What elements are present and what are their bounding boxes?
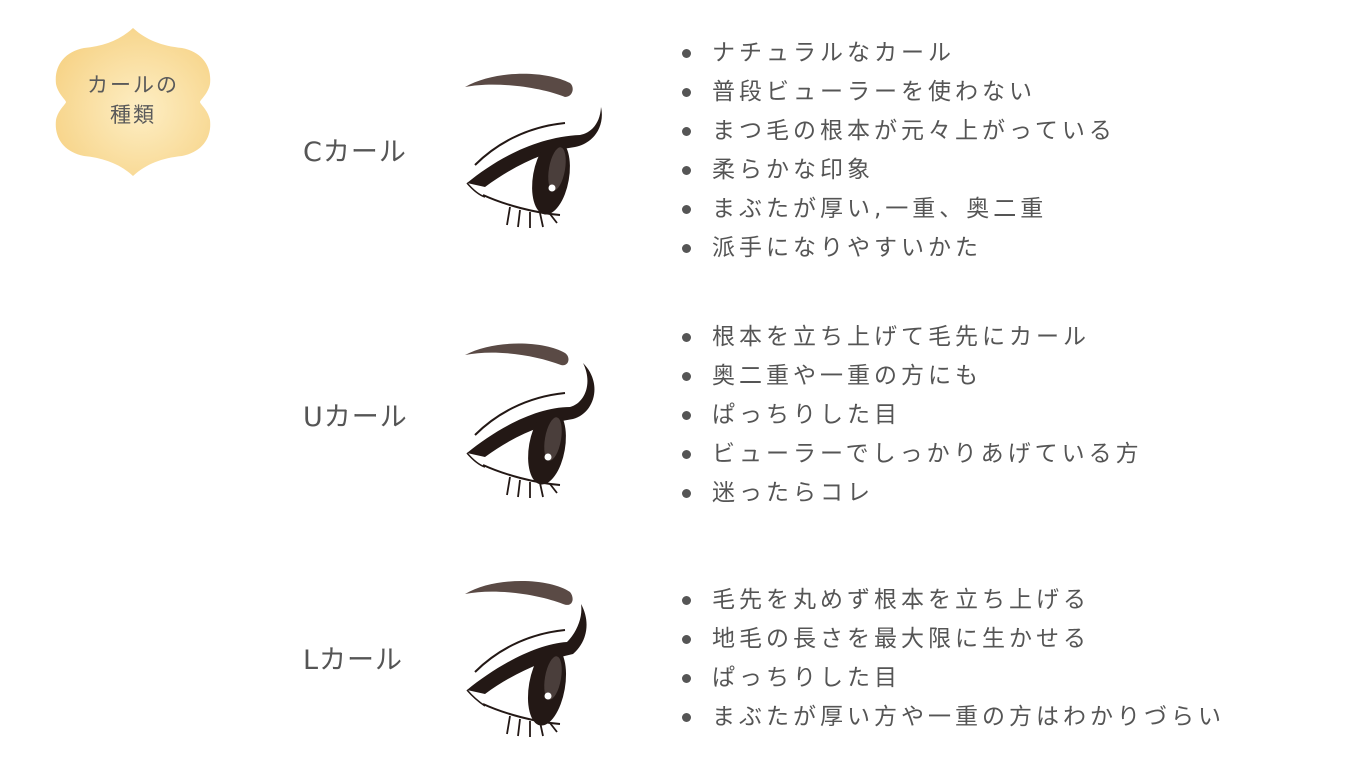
list-item: 毛先を丸めず根本を立ち上げる [680, 581, 1225, 620]
list-item: 地毛の長さを最大限に生かせる [680, 620, 1225, 659]
eye-l-curl-icon [465, 581, 587, 737]
bullet-dot-icon [682, 244, 691, 253]
bullet-dot-icon [682, 49, 691, 58]
list-item: まぶたが厚い,一重、奥二重 [680, 190, 1116, 229]
title-badge: カールの 種類 [50, 26, 216, 178]
bullet-dot-icon [682, 713, 691, 722]
list-item: まつ毛の根本が元々上がっている [680, 112, 1116, 151]
list-item: ビューラーでしっかりあげている方 [680, 435, 1143, 474]
badge-line-1: カールの [87, 73, 179, 97]
list-item: 奥二重や一重の方にも [680, 357, 1143, 396]
bullet-list-u: 根本を立ち上げて毛先にカール 奥二重や一重の方にも ぱっちりした目 ビューラーで… [680, 318, 1143, 513]
badge-shape-icon [55, 28, 211, 176]
bullet-dot-icon [682, 127, 691, 136]
bullet-dot-icon [682, 88, 691, 97]
curl-label-c: Cカール [303, 137, 407, 168]
bullet-dot-icon [682, 674, 691, 683]
list-item: 普段ビューラーを使わない [680, 73, 1116, 112]
eye-c-curl-icon [465, 73, 602, 228]
bullet-dot-icon [682, 450, 691, 459]
list-item: 根本を立ち上げて毛先にカール [680, 318, 1143, 357]
list-item: 柔らかな印象 [680, 151, 1116, 190]
list-item: ぱっちりした目 [680, 396, 1143, 435]
badge-line-2: 種類 [110, 103, 156, 127]
bullet-dot-icon [682, 205, 691, 214]
curl-label-l: Lカール [303, 645, 404, 676]
bullet-list-l: 毛先を丸めず根本を立ち上げる 地毛の長さを最大限に生かせる ぱっちりした目 まぶ… [680, 581, 1225, 737]
list-item: 派手になりやすいかた [680, 229, 1116, 268]
list-item: まぶたが厚い方や一重の方はわかりづらい [680, 698, 1225, 737]
bullet-list-c: ナチュラルなカール 普段ビューラーを使わない まつ毛の根本が元々上がっている 柔… [680, 34, 1116, 268]
bullet-dot-icon [682, 372, 691, 381]
list-item: ぱっちりした目 [680, 659, 1225, 698]
bullet-dot-icon [682, 333, 691, 342]
bullet-dot-icon [682, 411, 691, 420]
bullet-dot-icon [682, 635, 691, 644]
bullet-dot-icon [682, 489, 691, 498]
curl-label-u: Uカール [303, 402, 408, 433]
bullet-dot-icon [682, 596, 691, 605]
eye-u-curl-icon [465, 343, 595, 498]
bullet-dot-icon [682, 166, 691, 175]
list-item: 迷ったらコレ [680, 474, 1143, 513]
list-item: ナチュラルなカール [680, 34, 1116, 73]
